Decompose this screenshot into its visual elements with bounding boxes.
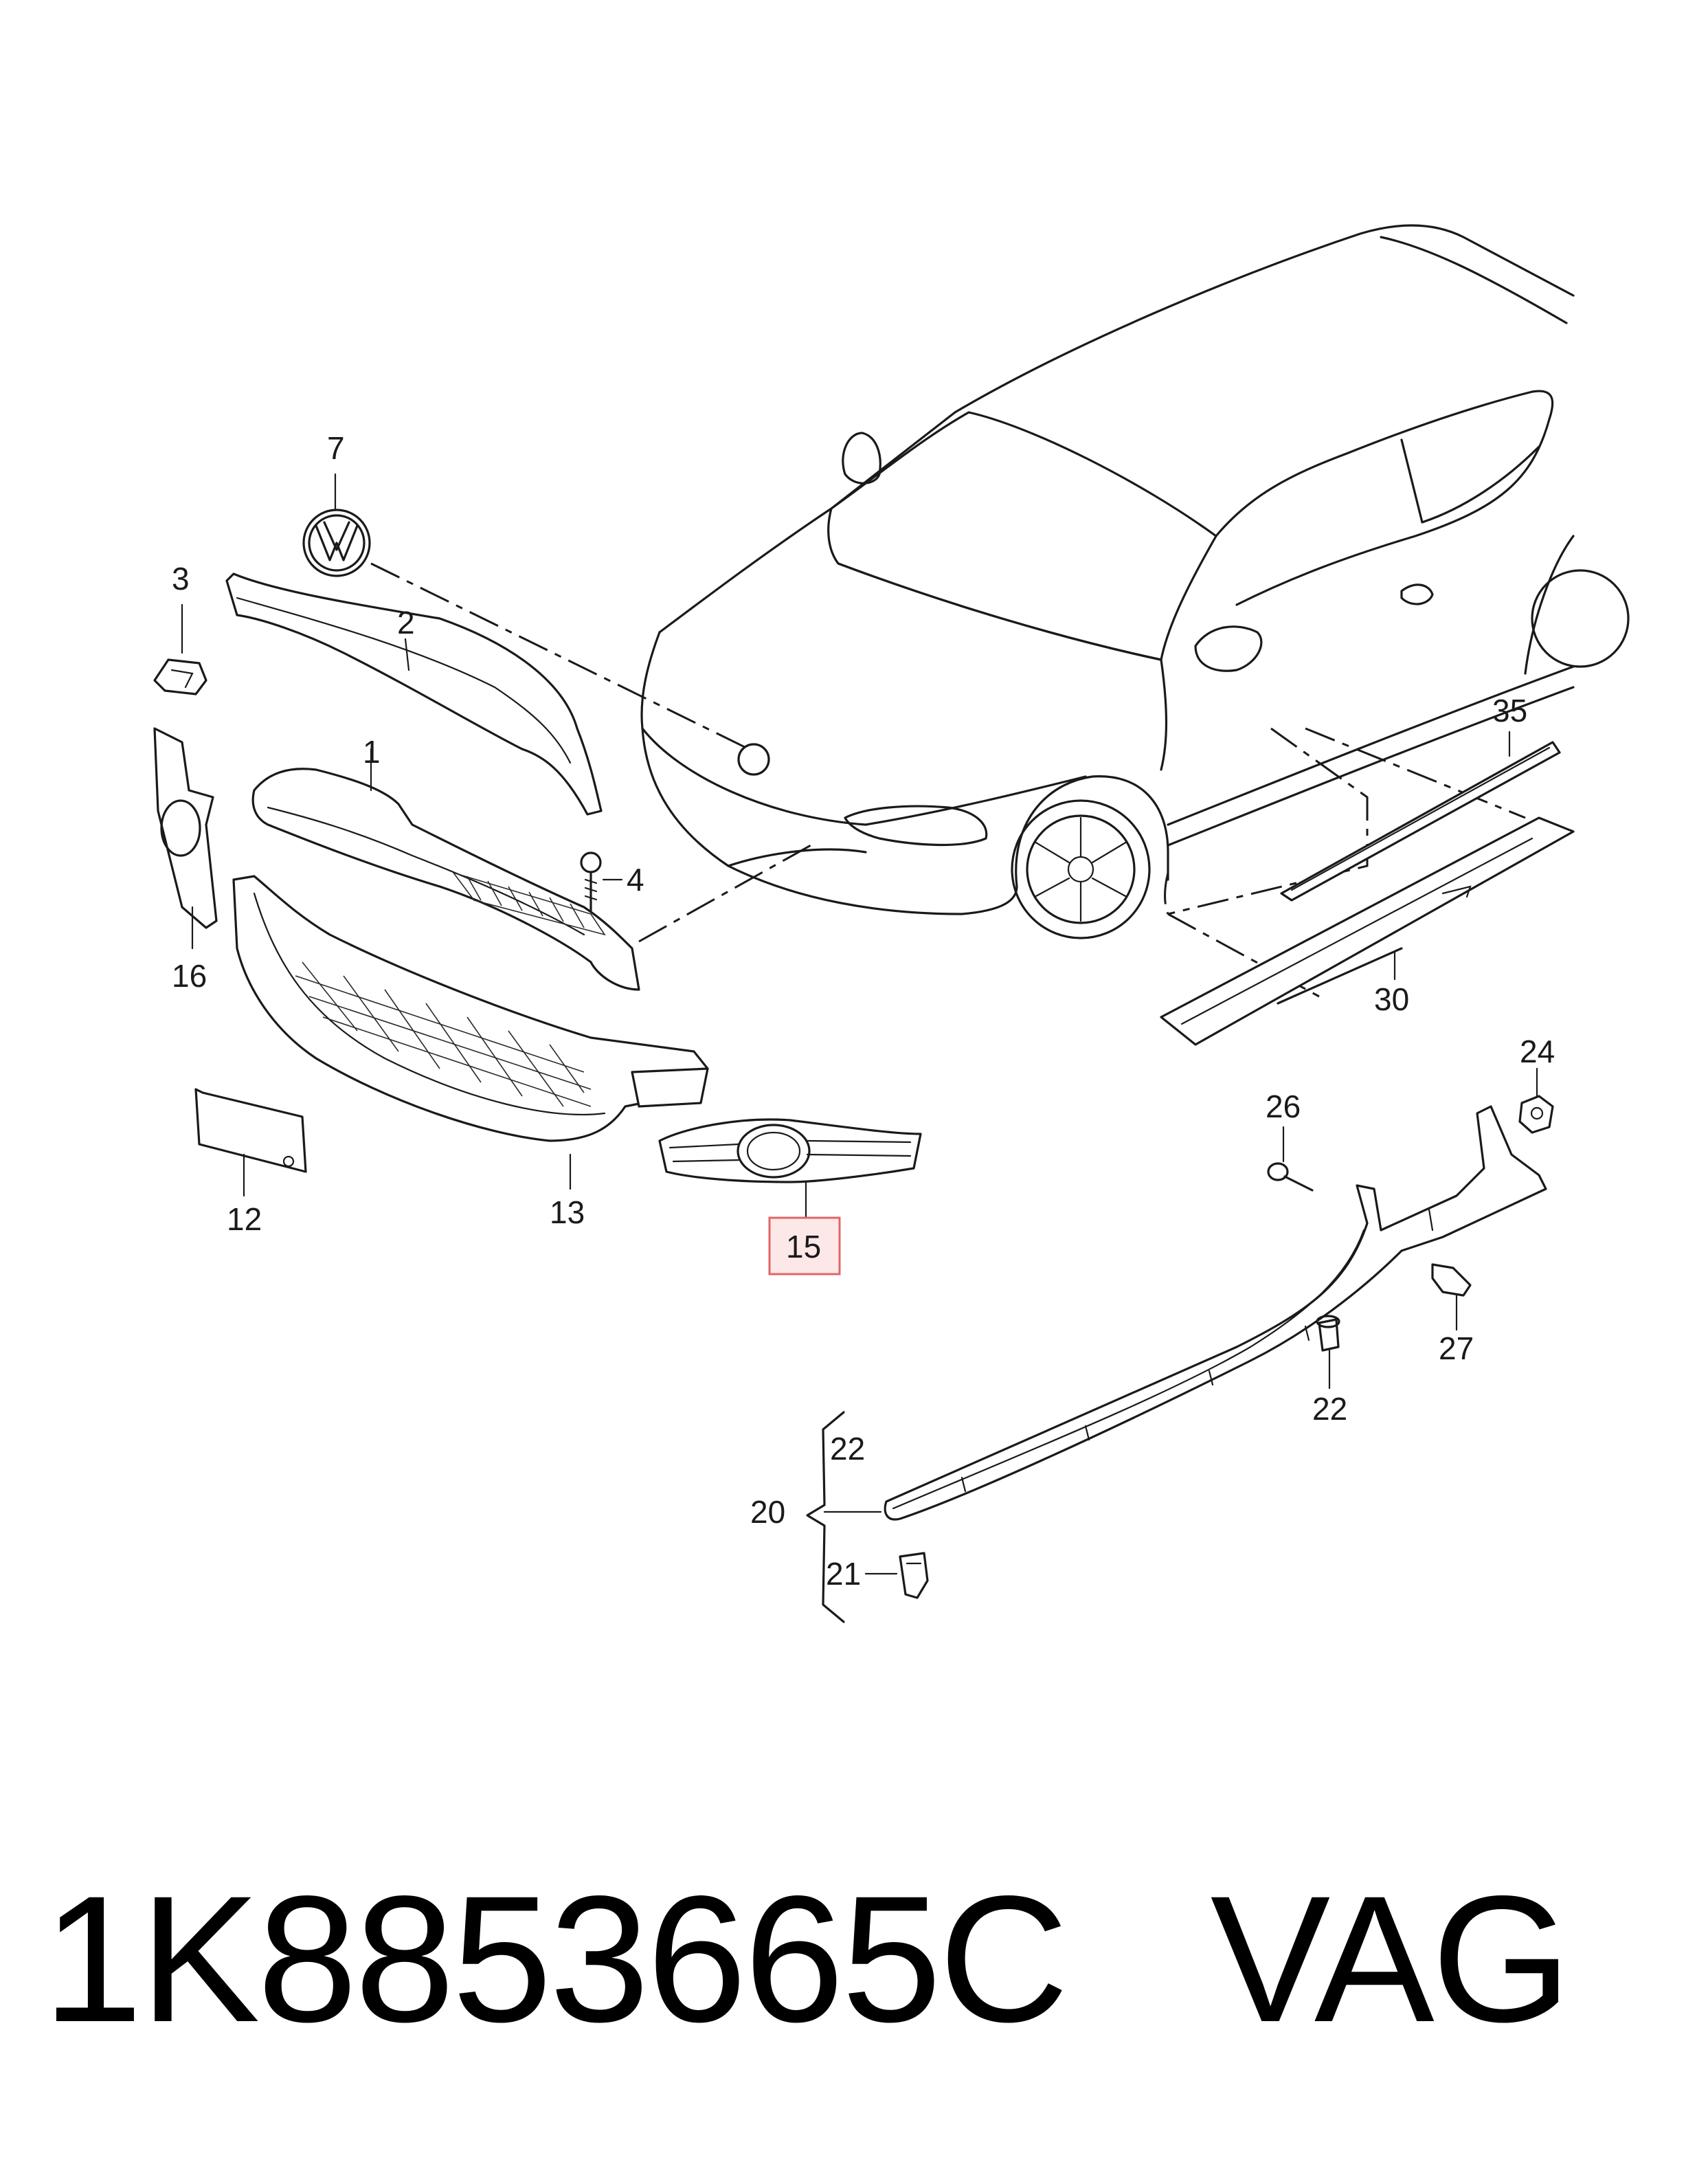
callout-13: 13: [550, 1194, 585, 1230]
grille-upper-part: [251, 748, 640, 991]
callout-4: 4: [627, 862, 644, 898]
group-bracket-20: [806, 1411, 882, 1623]
leader-lines: [370, 562, 1526, 998]
callout-22-upper: 22: [830, 1431, 865, 1467]
callout-35: 35: [1492, 693, 1527, 728]
callout-7: 7: [327, 430, 345, 466]
clip-part: [153, 603, 207, 695]
car-outline: [640, 224, 1630, 939]
grille-trim-part: [225, 572, 603, 816]
callout-24: 24: [1520, 1034, 1555, 1069]
callout-27: 27: [1439, 1330, 1474, 1366]
clip-22: [1316, 1315, 1340, 1390]
fastener-26: [1267, 1126, 1314, 1192]
sill-trim-part-35: [1280, 731, 1561, 902]
nut-24: [1518, 1067, 1554, 1134]
callout-26: 26: [1266, 1089, 1301, 1124]
callout-2: 2: [397, 605, 415, 640]
callout-16: 16: [172, 958, 207, 994]
callout-21: 21: [826, 1556, 861, 1592]
callout-12: 12: [227, 1201, 262, 1237]
brand-label: VAG: [1210, 1858, 1572, 2060]
footer-part-number: 1K8853665C VAG: [43, 1858, 1572, 2060]
bracket-part: [153, 727, 218, 950]
emblem-part: [302, 473, 371, 577]
side-skirt-part: [884, 1105, 1547, 1521]
lower-grille-part: [232, 875, 709, 1190]
fog-grille-part: [658, 1118, 922, 1225]
screw-part: [580, 851, 623, 912]
part-number: 1K8853665C: [43, 1858, 1069, 2060]
callout-22-lower: 22: [1312, 1391, 1347, 1427]
callout-20: 20: [750, 1494, 785, 1530]
callout-labels: 1 2 3 4 7 12 13 15 16 20 21 22 22 24 26 …: [172, 430, 1555, 1592]
clip-21: [864, 1552, 929, 1599]
plate-part: [194, 1088, 307, 1197]
callout-1: 1: [363, 734, 381, 770]
sill-trim-part-30: [1160, 816, 1575, 1046]
clip-27: [1431, 1263, 1472, 1331]
callout-15: 15: [786, 1229, 821, 1264]
callout-30: 30: [1374, 981, 1409, 1017]
callout-3: 3: [172, 561, 190, 597]
highlight-box-15: [768, 1216, 841, 1275]
